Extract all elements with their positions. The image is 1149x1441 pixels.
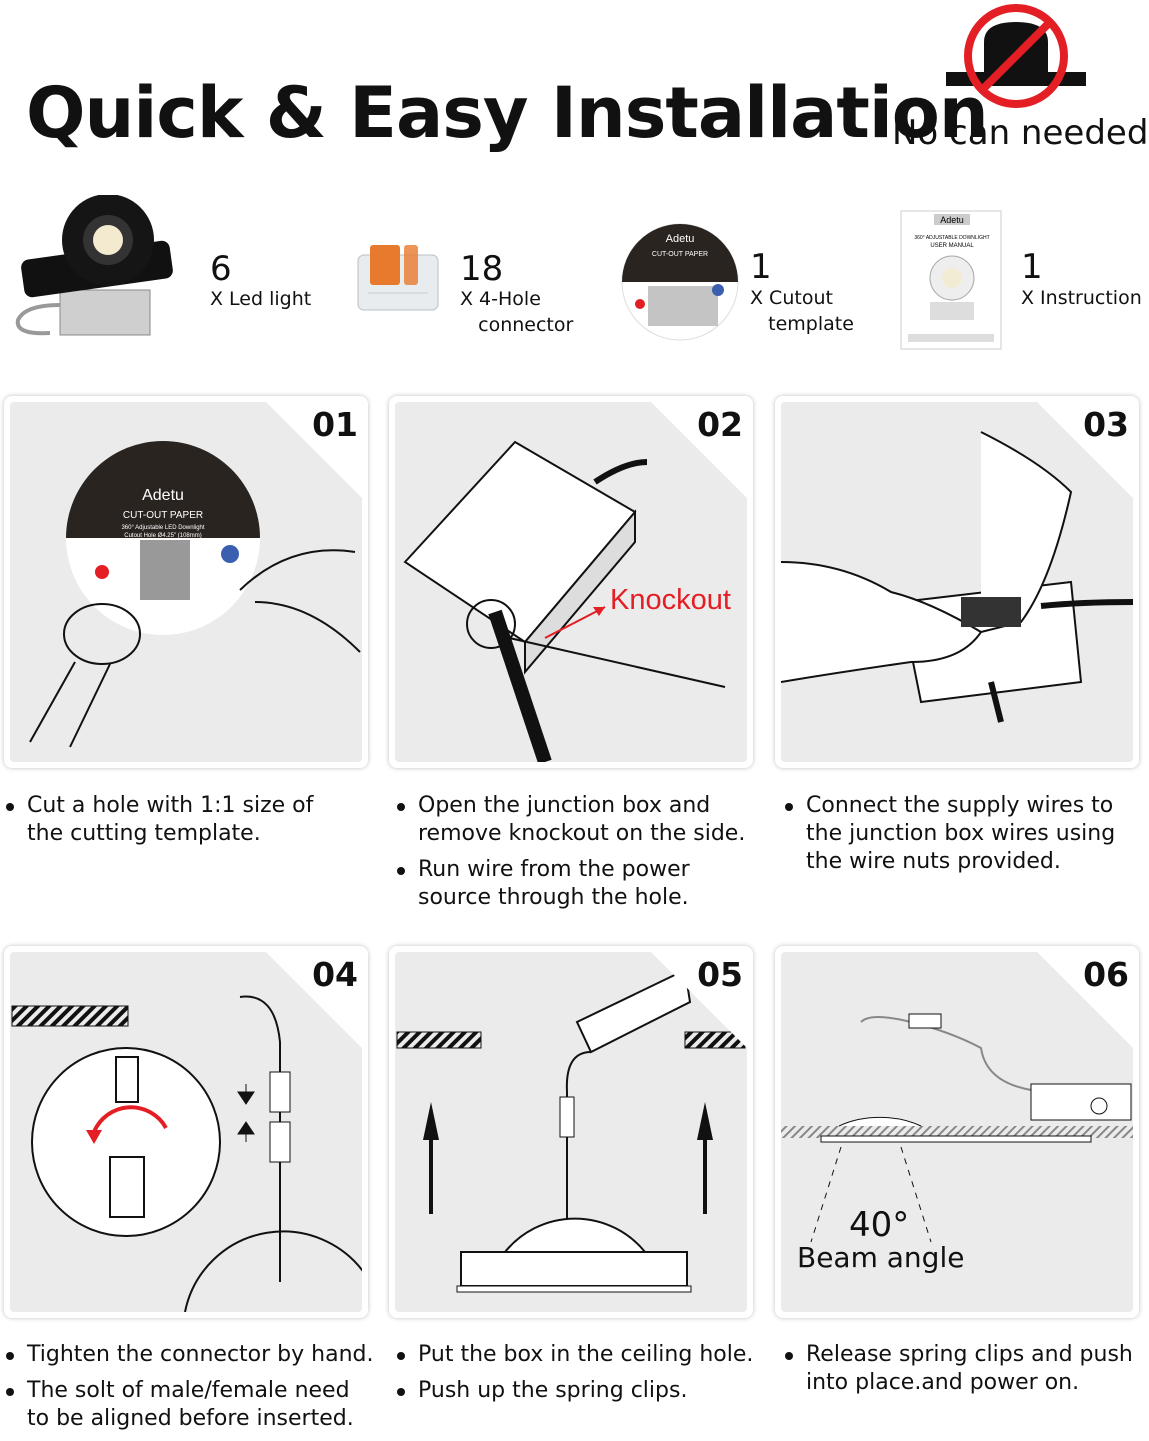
led-light-icon: [15, 195, 173, 336]
template-brand: Adetu: [142, 487, 184, 504]
no-can-text: No can needed: [892, 113, 1149, 153]
step-bullet: Open the junction box and remove knockou…: [397, 792, 757, 848]
step-03-bullets: Connect the supply wires to the junction…: [785, 792, 1135, 884]
step-bullet: Push up the spring clips.: [397, 1377, 757, 1405]
step-number: 02: [697, 405, 743, 444]
step-number: 06: [1083, 955, 1129, 994]
connector-icon: [357, 245, 439, 311]
beam-angle-value: 40°: [849, 1205, 910, 1245]
step-panel-03: 03: [775, 396, 1139, 768]
step-panel-06: 40° Beam angle 06: [775, 946, 1139, 1318]
kit-label: X 4-Hole connector: [460, 288, 574, 336]
step-number: 04: [312, 955, 358, 994]
step-bullet: Cut a hole with 1:1 size of the cutting …: [6, 792, 326, 848]
knockout-illustration: Knockout: [403, 440, 731, 762]
kit-count: 18: [460, 249, 504, 289]
beam-angle-illustration: [781, 1013, 1133, 1243]
step-05-bullets: Put the box in the ceiling hole. Push up…: [397, 1341, 757, 1413]
manual-line1: 360° ADJUSTABLE DOWNLIGHT: [914, 235, 989, 241]
template-line2: Cutout Hole Ø4.25" (108mm): [124, 533, 202, 539]
kit-label: X Instruction: [1021, 287, 1142, 309]
kit-count: 6: [210, 249, 232, 289]
no-can-icon: [946, 4, 1086, 108]
step-04-bullets: Tighten the connector by hand. The solt …: [6, 1341, 378, 1441]
step-bullet: Run wire from the power source through t…: [397, 856, 757, 912]
beam-angle-label: Beam angle: [797, 1241, 965, 1274]
svg-text:Adetu: Adetu: [666, 233, 695, 245]
step-bullet: Put the box in the ceiling hole.: [397, 1341, 757, 1369]
kit-label: X Led light: [210, 288, 312, 310]
page-title: Quick & Easy Installation: [26, 72, 989, 154]
step-bullet: The solt of male/female need to be align…: [6, 1377, 378, 1433]
connector-illustration: [11, 995, 362, 1312]
step-panel-05: 05: [389, 946, 753, 1318]
template-title: CUT-OUT PAPER: [123, 510, 203, 521]
cut-hole-illustration: Adetu CUT-OUT PAPER 360° Adjustable LED …: [29, 441, 361, 748]
manual-line2: USER MANUAL: [930, 243, 974, 249]
step-panel-04: 04: [4, 946, 368, 1318]
template-line1: 360° Adjustable LED Downlight: [121, 525, 204, 531]
kit-count: 1: [750, 247, 772, 287]
kit-count: 1: [1021, 247, 1043, 287]
step-panel-02: Knockout 02: [389, 396, 753, 768]
step-number: 01: [312, 405, 358, 444]
knockout-label: Knockout: [610, 584, 731, 616]
step-06-bullets: Release spring clips and push into place…: [785, 1341, 1141, 1405]
step-panel-01: Adetu CUT-OUT PAPER 360° Adjustable LED …: [4, 396, 368, 768]
step-bullet: Tighten the connector by hand.: [6, 1341, 378, 1369]
connect-wires-illustration: [781, 431, 1133, 723]
ceiling-hole-illustration: [396, 968, 746, 1293]
manual-brand: Adetu: [940, 215, 964, 225]
instruction-icon: Adetu 360° ADJUSTABLE DOWNLIGHT USER MAN…: [900, 210, 1002, 350]
svg-text:CUT-OUT PAPER: CUT-OUT PAPER: [652, 251, 708, 258]
step-01-bullets: Cut a hole with 1:1 size of the cutting …: [6, 792, 326, 856]
step-bullet: Connect the supply wires to the junction…: [785, 792, 1135, 876]
kit-label: X Cutout template: [750, 287, 854, 335]
step-number: 03: [1083, 405, 1129, 444]
step-02-bullets: Open the junction box and remove knockou…: [397, 792, 757, 920]
step-number: 05: [697, 955, 743, 994]
cutout-template-icon: Adetu CUT-OUT PAPER: [621, 223, 739, 341]
step-bullet: Release spring clips and push into place…: [785, 1341, 1141, 1397]
